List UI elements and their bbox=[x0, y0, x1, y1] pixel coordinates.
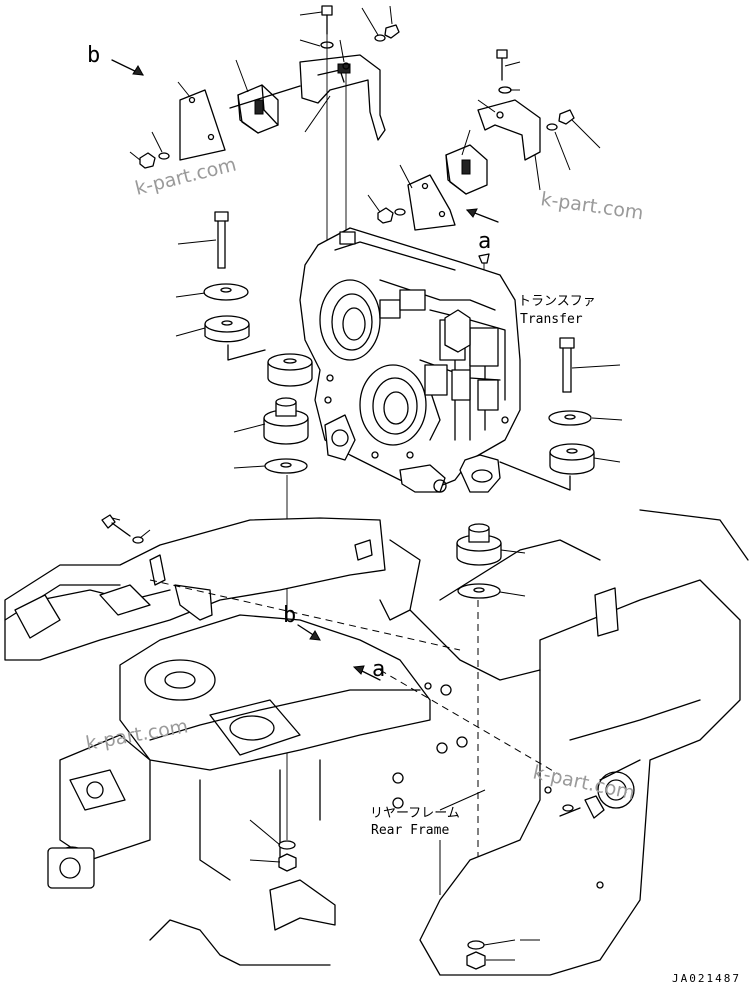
view-a-upper-label: a bbox=[478, 229, 491, 254]
leader-lines bbox=[111, 5, 623, 961]
view-b-lower-label: b bbox=[283, 603, 296, 628]
right-mount-bracket bbox=[377, 49, 575, 332]
left-mount-bracket bbox=[111, 5, 400, 240]
rear-frame-en-label: Rear Frame bbox=[371, 823, 449, 838]
left-mount-hardware bbox=[203, 211, 313, 840]
watermark: k-part.com bbox=[539, 188, 645, 224]
drawing-number: JA021487 bbox=[672, 972, 741, 985]
transfer-jp-label: トランスファ bbox=[518, 294, 596, 309]
view-a-lower-label: a bbox=[372, 657, 385, 682]
right-mount-hardware bbox=[456, 337, 595, 890]
view-b-upper-label: b bbox=[87, 43, 100, 68]
transfer-case bbox=[299, 227, 521, 493]
rear-frame-jp-label: リヤーフレーム bbox=[370, 806, 460, 821]
transfer-en-label: Transfer bbox=[520, 312, 583, 327]
rear-frame bbox=[4, 509, 749, 976]
